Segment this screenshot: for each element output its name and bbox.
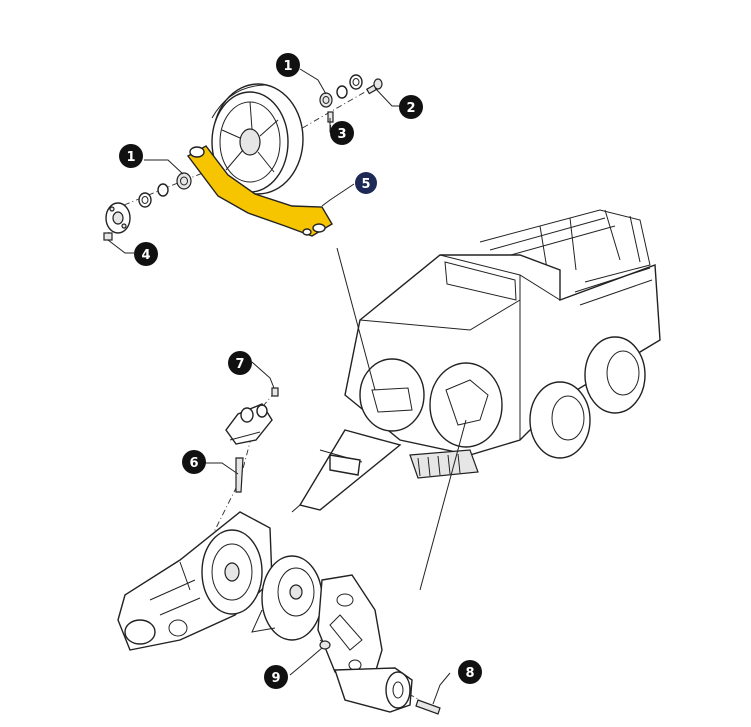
callout-6[interactable]: 6 — [182, 450, 206, 474]
callout-1-left[interactable]: 1 — [119, 144, 143, 168]
svg-text:1: 1 — [283, 59, 292, 74]
bolt-6-icon — [235, 457, 244, 493]
universal-joint-icon — [225, 403, 273, 445]
pickup-reel — [409, 449, 479, 479]
svg-text:8: 8 — [465, 666, 474, 681]
highlighted-arm — [186, 145, 333, 237]
gearbox-icon — [117, 511, 273, 651]
hub-icon — [105, 202, 131, 234]
pin-7-icon — [271, 387, 279, 397]
wheel-assembly — [103, 68, 406, 254]
svg-text:4: 4 — [141, 248, 150, 263]
leader-upper — [336, 247, 376, 391]
baler-wheels — [529, 336, 646, 459]
bolt-8-icon — [415, 699, 441, 715]
nut-9-icon — [319, 640, 331, 650]
callout-1-top[interactable]: 1 — [276, 53, 300, 77]
wheel-icon — [211, 83, 304, 195]
washer-set-lower — [138, 172, 192, 208]
callout-7[interactable]: 7 — [228, 351, 252, 375]
callout-8[interactable]: 8 — [458, 660, 482, 684]
nut-icon — [103, 232, 113, 241]
svg-text:7: 7 — [235, 357, 244, 372]
callout-3[interactable]: 3 — [330, 121, 354, 145]
svg-text:6: 6 — [189, 456, 198, 471]
callout-4[interactable]: 4 — [134, 242, 158, 266]
washer-set-upper — [319, 74, 363, 108]
callout-9[interactable]: 9 — [264, 665, 288, 689]
svg-text:2: 2 — [406, 101, 415, 116]
svg-text:5: 5 — [361, 177, 370, 192]
callout-5-selected[interactable]: 5 — [355, 172, 377, 194]
svg-text:9: 9 — [271, 671, 280, 686]
pickup-arm-icon — [186, 145, 333, 237]
callout-2[interactable]: 2 — [399, 95, 423, 119]
baler-illustration — [291, 209, 661, 513]
svg-text:1: 1 — [126, 150, 135, 165]
svg-text:3: 3 — [337, 127, 346, 142]
shaft-icon — [334, 667, 413, 713]
leader-lower — [419, 419, 467, 591]
bolt-icon — [365, 78, 383, 95]
drive-assembly — [117, 361, 451, 715]
